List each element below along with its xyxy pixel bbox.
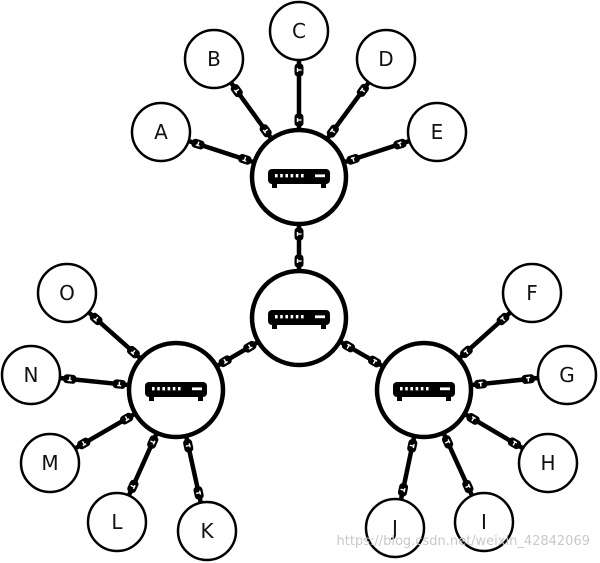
node-label: B: [207, 47, 221, 71]
node-link-k-connector-start: [183, 439, 194, 453]
node-a: A: [130, 101, 192, 163]
right-hub: [374, 340, 474, 440]
node-link-k-connector-end: [193, 486, 204, 500]
node-label: G: [559, 363, 575, 387]
node-link-e-connector-start: [346, 153, 360, 165]
node-c: C: [268, 0, 330, 62]
hub-link-center-hub-top-hub-connector-end: [294, 227, 304, 241]
node-circle: [406, 101, 468, 163]
node-link-m-connector-start: [120, 412, 134, 425]
network-switch-icon: [268, 310, 330, 329]
node-link-c-connector-start: [294, 113, 304, 127]
node-label: D: [378, 47, 393, 71]
node-link-i-connector-end: [462, 479, 474, 494]
node-label: A: [154, 120, 168, 144]
node-label: M: [41, 451, 58, 475]
node-circle: [453, 491, 515, 553]
node-circle: [36, 262, 98, 324]
node-label: J: [390, 516, 398, 540]
node-b: B: [183, 28, 245, 90]
node-link-g-connector-start: [474, 379, 488, 389]
hub-link-center-hub-left-hub-connector-start: [243, 340, 257, 353]
network-switch-icon: [268, 169, 330, 188]
node-link-h-connector-end: [507, 437, 521, 450]
node-circle: [0, 344, 62, 406]
node-o: O: [36, 262, 98, 324]
node-j: J: [364, 497, 426, 559]
node-g: G: [536, 344, 598, 406]
node-label: E: [431, 120, 444, 144]
node-link-d-connector-start: [326, 124, 339, 138]
node-d: D: [355, 28, 417, 90]
node-link-i-connector-start: [441, 435, 454, 449]
hub-link-center-hub-right-hub-connector-start: [341, 340, 355, 353]
node-label: L: [111, 510, 123, 534]
hub-link-center-hub-right-hub-connector-end: [368, 355, 382, 368]
node-label: C: [292, 19, 306, 43]
node-link-b-connector-end: [230, 84, 243, 98]
top-hub: [249, 127, 349, 227]
node-link-o-connector-end: [89, 312, 103, 326]
node-circle: [19, 432, 81, 494]
node-link-h-connector-start: [466, 413, 480, 425]
node-circle: [355, 28, 417, 90]
node-circle: [183, 28, 245, 90]
node-link-j-connector-start: [407, 439, 418, 453]
node-label: H: [540, 451, 555, 475]
node-n: N: [0, 344, 62, 406]
node-circle: [364, 497, 426, 559]
node-link-n-connector-start: [112, 379, 126, 389]
node-link-l-connector-start: [147, 435, 159, 449]
node-circle: [176, 500, 238, 562]
node-link-a-connector-start: [238, 153, 252, 165]
node-e: E: [406, 101, 468, 163]
node-circle: [130, 101, 192, 163]
node-circle: [536, 344, 598, 406]
left-hub: [126, 340, 226, 440]
node-label: K: [200, 519, 214, 543]
node-label: I: [481, 510, 487, 534]
connectors-layer: [63, 63, 535, 500]
network-switch-icon: [145, 382, 207, 401]
node-m: M: [19, 432, 81, 494]
node-link-o-connector-start: [127, 345, 140, 359]
node-link-l-connector-end: [127, 479, 139, 494]
center-hub: [249, 268, 349, 368]
node-k: K: [176, 500, 238, 562]
node-label: N: [24, 363, 39, 387]
hub-link-center-hub-top-hub-connector-start: [294, 254, 304, 268]
node-i: I: [453, 491, 515, 553]
node-link-c-connector-end: [294, 63, 304, 77]
node-link-n-connector-end: [63, 374, 77, 384]
node-link-j-connector-end: [397, 483, 409, 497]
node-h: H: [517, 432, 579, 494]
watermark: https://blog.csdn.net/weixin_42842069: [336, 534, 590, 549]
node-link-e-connector-end: [393, 138, 407, 150]
node-link-f-connector-start: [460, 345, 473, 359]
node-label: O: [59, 281, 75, 305]
node-f: F: [501, 262, 563, 324]
node-link-f-connector-end: [496, 312, 510, 326]
node-link-a-connector-end: [191, 138, 205, 150]
node-link-m-connector-end: [77, 437, 91, 450]
node-link-d-connector-end: [356, 83, 369, 97]
network-switch-icon: [393, 382, 455, 401]
hubs-layer: [126, 127, 474, 440]
node-circle: [268, 0, 330, 62]
node-circle: [517, 432, 579, 494]
node-l: L: [86, 491, 148, 553]
node-link-b-connector-start: [259, 124, 272, 138]
hub-link-center-hub-left-hub-connector-end: [218, 355, 232, 368]
node-label: F: [526, 281, 538, 305]
node-circle: [86, 491, 148, 553]
node-link-g-connector-end: [521, 374, 535, 384]
node-circle: [501, 262, 563, 324]
